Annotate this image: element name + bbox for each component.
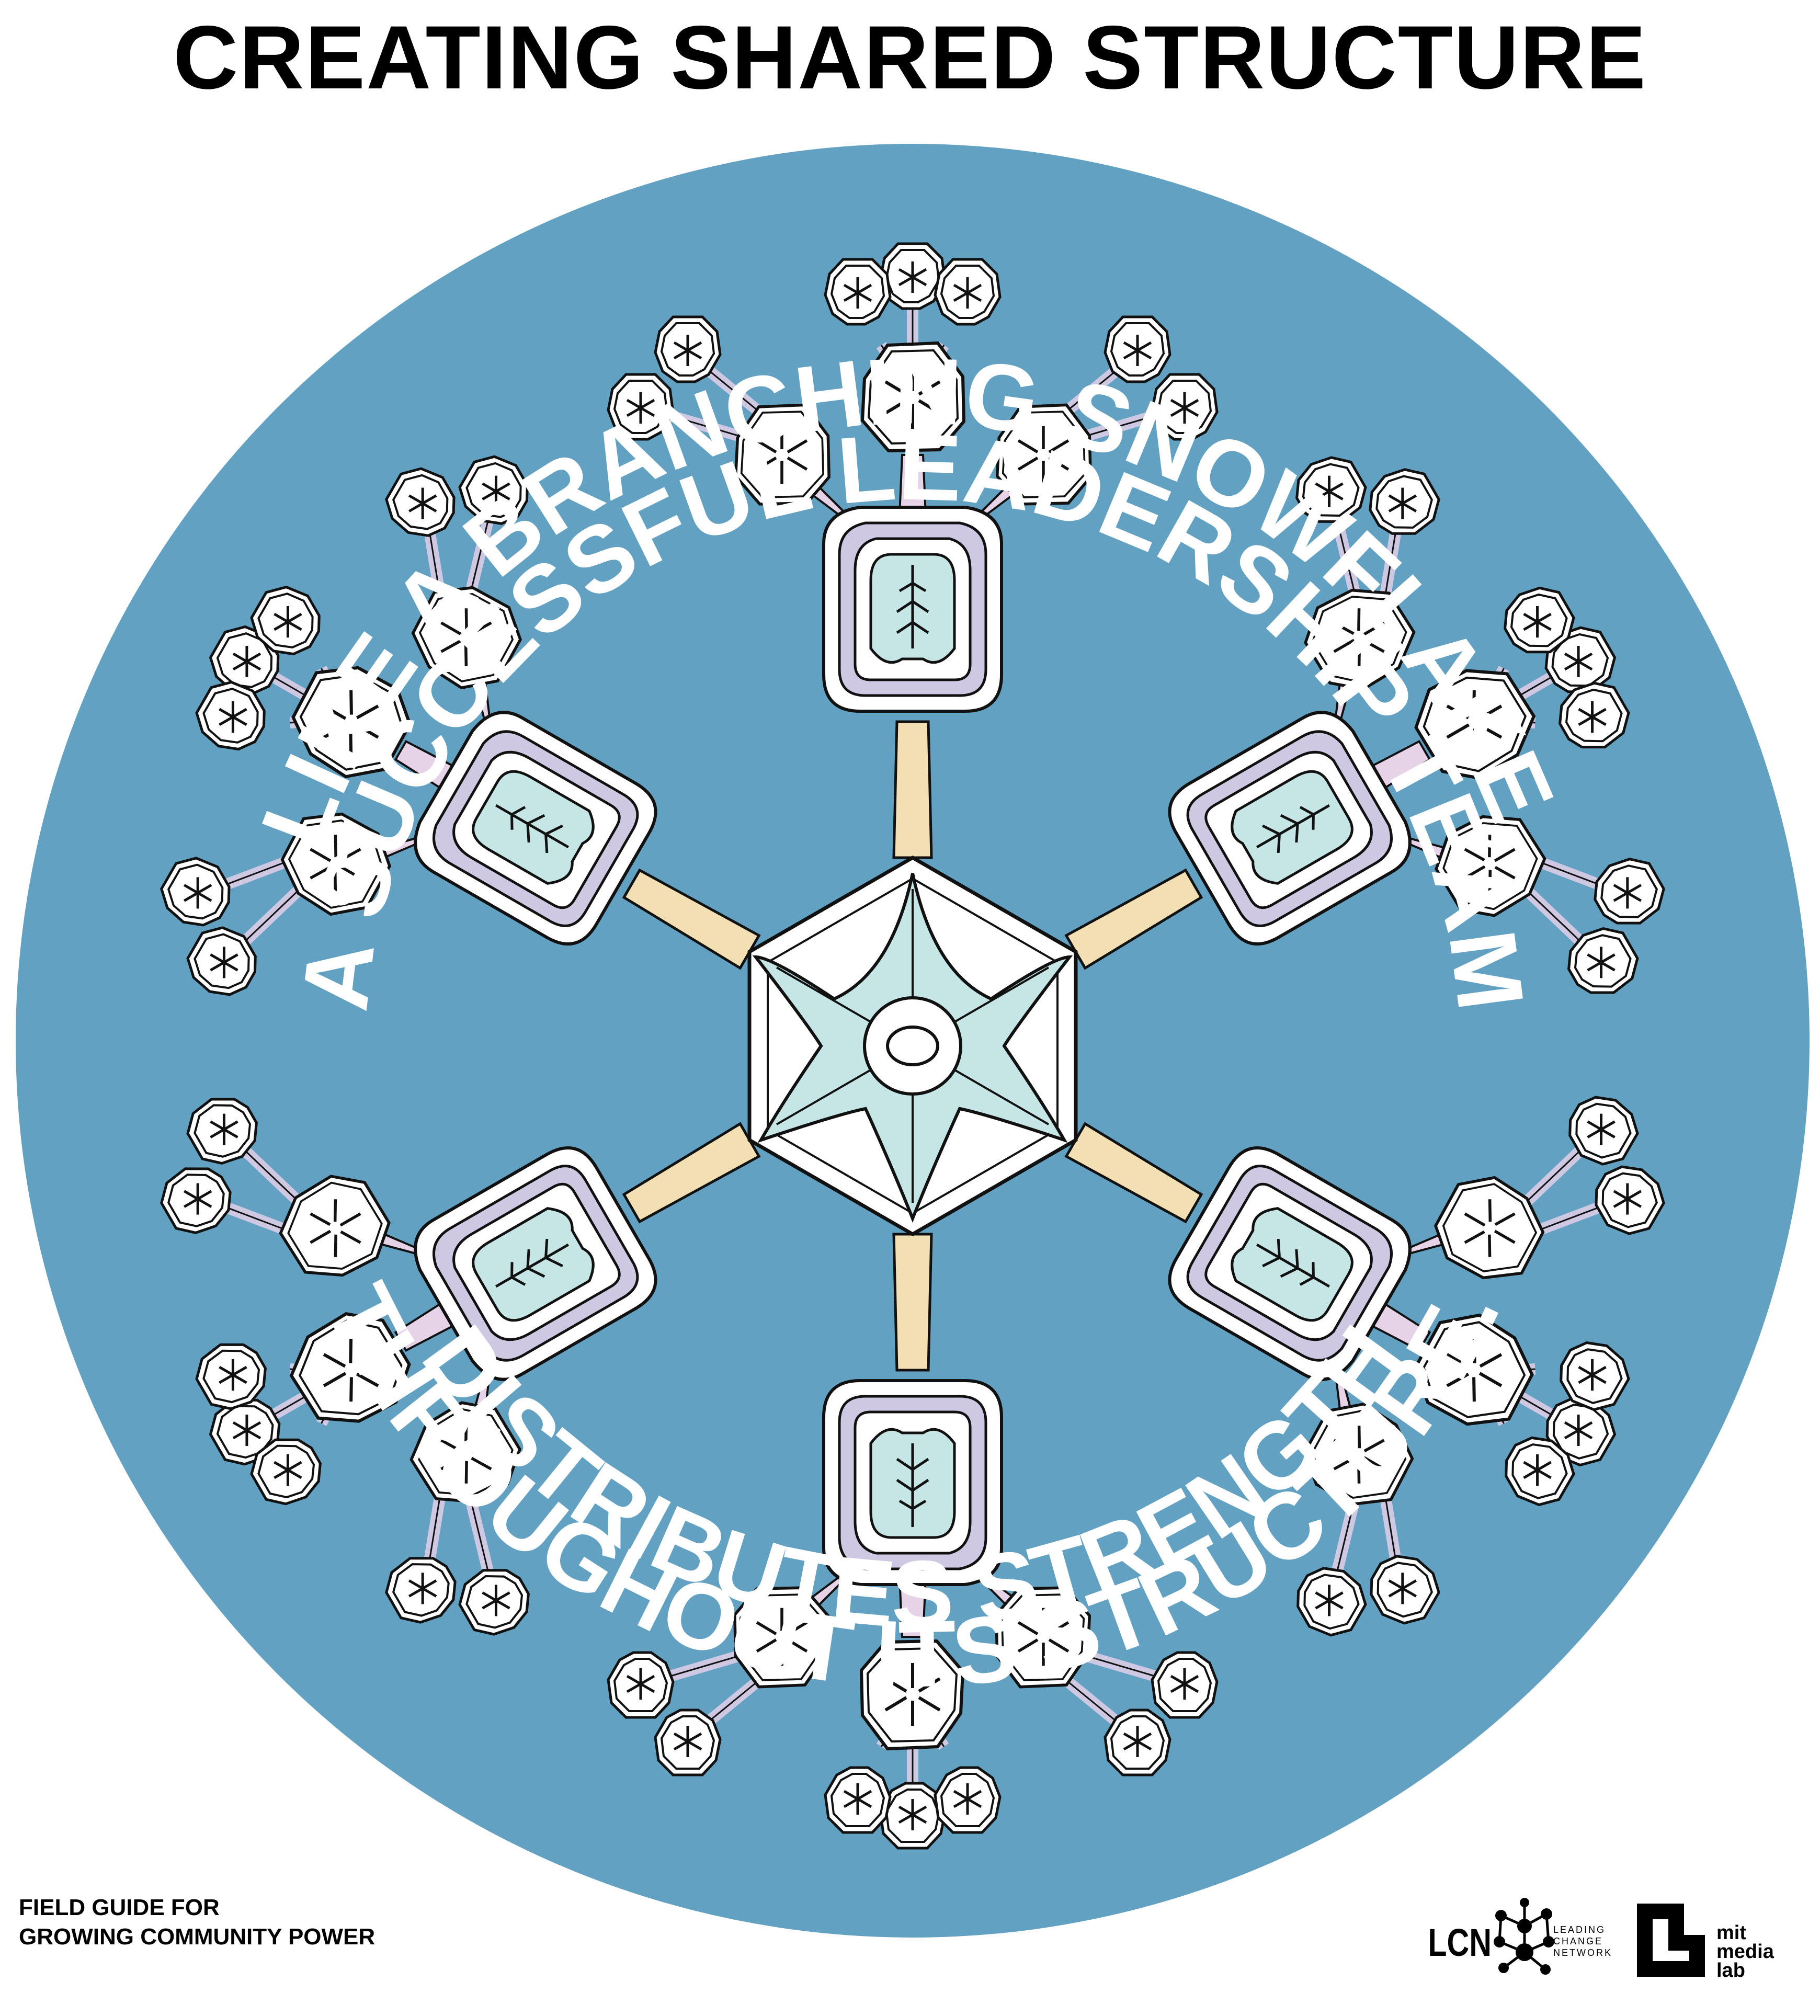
footer-credit: FIELD GUIDE FOR GROWING COMMUNITY POWER: [19, 1893, 375, 1952]
mit-line-2: media: [1716, 1941, 1774, 1963]
partner-logos: LCN LEADING CHANGE NETWORK mit media lab: [1428, 1898, 1774, 1981]
page-title: CREATING SHARED STRUCTURE: [173, 7, 1647, 108]
lcn-line-2: CHANGE: [1553, 1936, 1603, 1946]
lcn-abbrev: LCN: [1428, 1921, 1492, 1965]
lcn-line-1: LEADING: [1553, 1924, 1606, 1935]
network-nodes-icon: [1494, 1898, 1554, 1975]
mit-media-lab-mark-icon: [1637, 1904, 1705, 1977]
mit-line-1: mit: [1716, 1922, 1746, 1944]
footer-line-2: GROWING COMMUNITY POWER: [19, 1924, 376, 1950]
mit-line-3: lab: [1716, 1960, 1745, 1981]
lcn-line-3: NETWORK: [1553, 1947, 1612, 1958]
snowflake-icon: [66, 244, 1760, 1848]
footer-line-1: FIELD GUIDE FOR: [19, 1895, 220, 1920]
